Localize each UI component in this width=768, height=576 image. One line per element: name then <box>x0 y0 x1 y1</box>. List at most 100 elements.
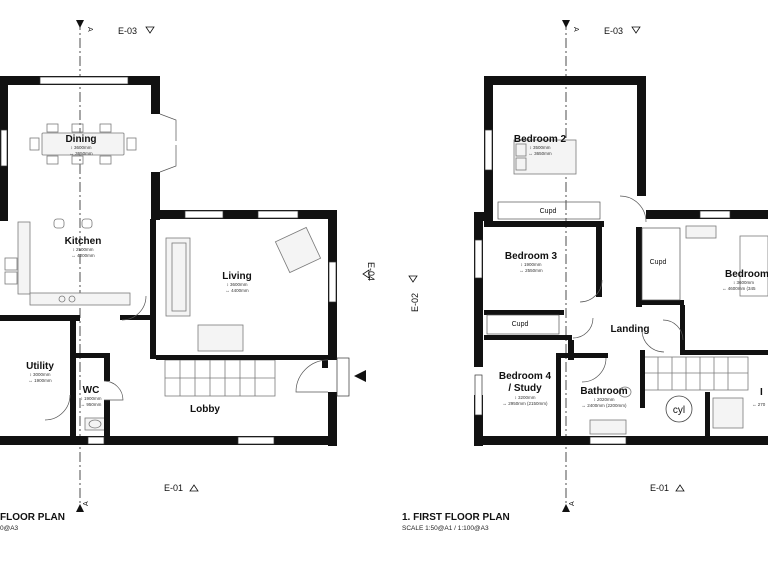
room-dim-1: ↕ 2020mm <box>593 397 614 402</box>
plan-title: FLOOR PLAN <box>0 512 65 523</box>
room-dim-2: ↔ 4600mm (345 <box>722 286 756 291</box>
room-dim-2: ↔ 4400mm <box>225 288 249 293</box>
bathroom-fittings <box>589 386 744 435</box>
plan-title: 1. FIRST FLOOR PLAN <box>402 512 510 523</box>
cupboard-1: Cupd <box>497 201 601 220</box>
room-dim-2: ↔ 270 <box>752 402 766 407</box>
room-dim-2: ↔ 1900mm <box>28 378 52 383</box>
room-dim-1: ↕ 3600mm <box>226 282 247 287</box>
section-marker-icon <box>562 504 570 512</box>
elevation-label: E-01 <box>650 483 669 493</box>
room-name: Bathroom <box>580 386 627 397</box>
room-dim-1: ↕ 2500mm <box>72 247 93 252</box>
room-name: Bedroom 4 <box>499 371 552 382</box>
elevation-label: E-02 <box>410 293 420 312</box>
elevation-triangle-icon <box>189 484 199 492</box>
stairs-first <box>643 356 749 391</box>
entrance-arrow-icon <box>354 370 366 382</box>
room-bathroom: Bathroom ↕ 2020mm ↔ 2400mm (2200mm) <box>580 386 627 408</box>
elevation-triangle-icon <box>362 269 370 279</box>
room-bedroom-2: Bedroom 2 ↕ 3500mm ↔ 3650mm <box>514 134 567 156</box>
room-name: cyl <box>673 405 685 416</box>
elevation-label: E-03 <box>604 26 623 36</box>
elevation-marker-left: E-02 <box>408 275 420 312</box>
section-marker-icon <box>76 504 84 512</box>
cupboard-label: Cupd <box>512 321 529 328</box>
room-dim-2: ↔ 2400mm (2200mm) <box>581 403 627 408</box>
cylinder-cupboard: cyl <box>673 405 685 416</box>
first-floor-doors <box>572 195 684 383</box>
room-dim-2: ↔ 3650mm <box>528 151 552 156</box>
room-name: Living <box>222 271 251 282</box>
section-marker-icon <box>76 20 84 28</box>
room-name: Lobby <box>190 404 220 415</box>
room-dim-2: ↔ 4200mm <box>71 253 95 258</box>
elevation-marker-top: E-03 <box>604 26 641 36</box>
living-furniture <box>165 226 322 352</box>
elevation-label: E-01 <box>164 483 183 493</box>
section-lines: A A A A <box>76 20 579 512</box>
room-name: Utility <box>26 361 54 372</box>
room-name: WC <box>83 385 100 396</box>
room-dim-1: ↕ 3500mm <box>529 145 550 150</box>
cupboard-3: Cupd <box>486 314 560 335</box>
bedroom-bed <box>685 225 768 297</box>
room-dim-1: ↕ 3200mm <box>514 395 535 400</box>
plan-scale: SCALE 1:50@A1 / 1:100@A3 <box>402 525 489 532</box>
plan-scale: 0@A3 <box>0 525 19 532</box>
elevation-marker-right: E-04 <box>362 262 376 281</box>
room-dim-1: ↕ 3000mm <box>29 372 50 377</box>
cupboard-label: Cupd <box>540 208 557 215</box>
elevation-triangle-icon <box>675 484 685 492</box>
elevation-marker-bottom: E-01 <box>164 483 199 493</box>
room-dim-2: ↔ 3650mm <box>69 151 93 156</box>
section-marker-icon <box>562 20 570 28</box>
svg-text:A: A <box>569 501 576 506</box>
room-lobby: Lobby <box>190 404 220 415</box>
room-dim-2: ↔ 2950mm (2150mm) <box>502 401 548 406</box>
room-bedroom-3: Bedroom 3 ↕ 1900mm ↔ 2550mm <box>505 251 558 273</box>
room-wc: WC ↕ 1900mm ↔ 950mm <box>80 385 101 407</box>
svg-text:A: A <box>86 27 93 32</box>
ground-floor-doors <box>44 113 366 421</box>
ground-floor-windows <box>0 76 337 445</box>
room-partial-right: I ↔ 270 <box>752 387 766 407</box>
cupboard-label: Cupd <box>650 259 667 266</box>
room-name: Bedroom 3 <box>505 251 558 262</box>
first-floor-plan: Cupd Cupd Cupd Bedroom 2 ↕ 3500mm ↔ 3650… <box>402 26 768 532</box>
first-floor-title-block: 1. FIRST FLOOR PLAN SCALE 1:50@A1 / 1:10… <box>402 512 510 532</box>
wc-fittings <box>84 417 106 431</box>
room-name: Dining <box>65 134 96 145</box>
room-dim-1: ↕ 1900mm <box>520 262 541 267</box>
elevation-triangle-icon <box>631 26 641 34</box>
stairs-ground <box>164 359 276 397</box>
room-landing: Landing <box>611 324 650 335</box>
room-dim-2: ↔ 950mm <box>81 402 102 407</box>
elevation-marker-top: E-03 <box>118 26 155 36</box>
room-name: Bedroom <box>725 269 768 280</box>
elevation-triangle-icon <box>145 26 155 34</box>
room-dim-1: ↕ 1900mm <box>80 396 101 401</box>
room-dining: Dining ↕ 3600mm ↔ 3650mm <box>65 134 96 156</box>
room-name: Bedroom 2 <box>514 134 567 145</box>
room-utility: Utility ↕ 3000mm ↔ 1900mm <box>26 361 54 383</box>
room-name-line-2: / Study <box>508 383 542 394</box>
room-living: Living ↕ 3600mm ↔ 4400mm <box>222 271 251 293</box>
room-name: Landing <box>611 324 650 335</box>
first-floor-windows <box>474 129 731 445</box>
ground-floor-title-block: FLOOR PLAN 0@A3 <box>0 512 65 532</box>
room-bedroom-4: Bedroom 4 / Study ↕ 3200mm ↔ 2950mm (215… <box>499 371 552 406</box>
elevation-triangle-icon <box>408 275 418 283</box>
room-name: Kitchen <box>65 236 102 247</box>
ground-floor-plan: Dining ↕ 3600mm ↔ 3650mm Kitchen ↕ 2500m… <box>0 26 376 532</box>
elevation-marker-bottom: E-01 <box>650 483 685 493</box>
room-dim-1: ↕ 3600mm <box>733 280 754 285</box>
room-name: I <box>760 387 763 398</box>
elevation-label: E-04 <box>366 262 376 281</box>
kitchen-fittings <box>4 218 131 306</box>
svg-text:A: A <box>83 501 90 506</box>
room-kitchen: Kitchen ↕ 2500mm ↔ 4200mm <box>65 236 102 258</box>
room-bedroom: Bedroom ↕ 3600mm ↔ 4600mm (345 <box>722 269 768 291</box>
dining-table <box>29 123 137 165</box>
